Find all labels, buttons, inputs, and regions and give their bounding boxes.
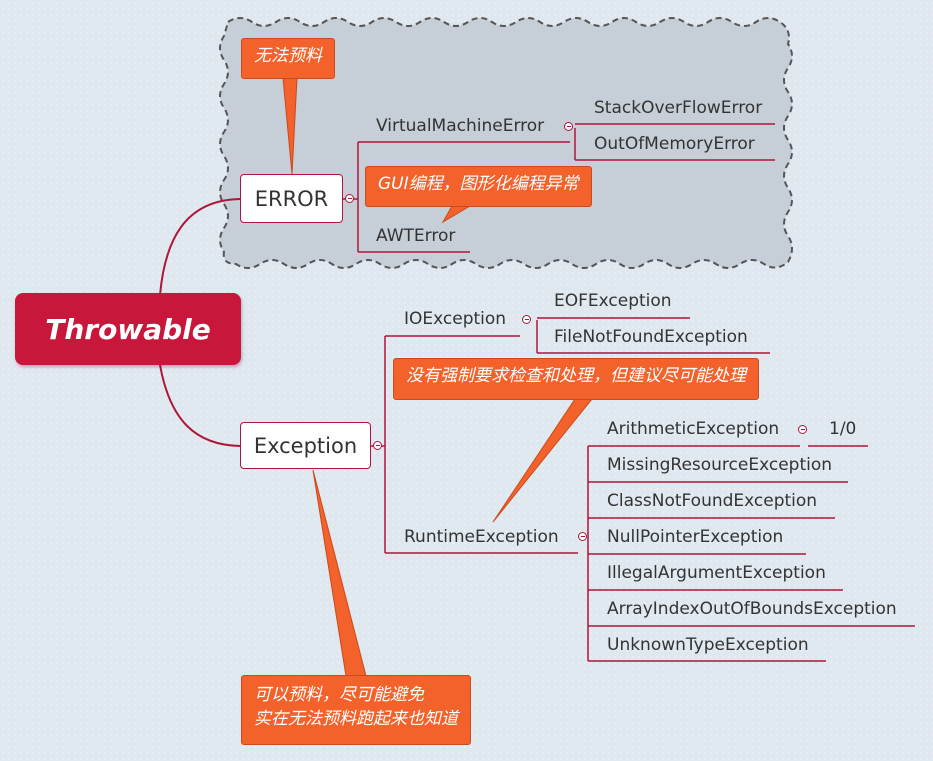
root-label: Throwable <box>45 312 211 346</box>
callout-awt: GUI编程，图形化编程异常 <box>365 166 592 207</box>
node-arithmetic-exception[interactable]: ArithmeticException <box>607 419 780 439</box>
edge-runtime-children <box>587 445 915 662</box>
node-file-not-found-exception[interactable]: FileNotFoundException <box>554 327 748 347</box>
node-virtual-machine-error[interactable]: VirtualMachineError <box>376 116 545 136</box>
node-eof-exception[interactable]: EOFException <box>554 291 672 311</box>
node-out-of-memory-error[interactable]: OutOfMemoryError <box>594 134 755 154</box>
node-class-not-found-exception[interactable]: ClassNotFoundException <box>607 491 818 511</box>
callout-error: 无法预料 <box>241 38 335 79</box>
node-null-pointer-exception[interactable]: NullPointerException <box>607 527 784 547</box>
node-exception-label: Exception <box>253 433 358 458</box>
collapse-toggle-exception[interactable] <box>373 441 382 450</box>
node-unknown-type-exception[interactable]: UnknownTypeException <box>607 635 809 655</box>
node-array-index-out-of-bounds-exception[interactable]: ArrayIndexOutOfBoundsException <box>607 599 897 619</box>
node-runtime-exception[interactable]: RuntimeException <box>404 527 559 547</box>
callout-awt-text: GUI编程，图形化编程异常 <box>378 174 579 194</box>
node-exception[interactable]: Exception <box>240 422 371 469</box>
node-illegal-argument-exception[interactable]: IllegalArgumentException <box>607 563 826 583</box>
node-awt-error[interactable]: AWTError <box>376 226 456 246</box>
edge-io-children <box>536 317 770 354</box>
collapse-toggle-io[interactable] <box>522 315 531 324</box>
callout-exception-line1: 可以预料，尽可能避免 <box>254 685 424 705</box>
node-arith-note[interactable]: 1/0 <box>829 419 857 439</box>
callout-pointer-exception <box>312 469 367 677</box>
callout-exception: 可以预料，尽可能避免 实在无法预料跑起来也知道 <box>241 675 471 745</box>
root-node-throwable[interactable]: Throwable <box>15 293 241 365</box>
error-boundary <box>219 17 793 269</box>
collapse-toggle-arithmetic[interactable] <box>798 425 807 434</box>
callout-error-text: 无法预料 <box>254 46 322 66</box>
node-stack-overflow-error[interactable]: StackOverFlowError <box>594 98 763 118</box>
callout-runtime: 没有强制要求检查和处理，但建议尽可能处理 <box>393 358 759 400</box>
callout-exception-line2: 实在无法预料跑起来也知道 <box>254 708 458 729</box>
node-io-exception[interactable]: IOException <box>404 309 507 329</box>
collapse-toggle-error[interactable] <box>345 194 354 203</box>
edge-root-exception <box>159 364 241 447</box>
edge-vme-children <box>574 123 775 161</box>
callout-runtime-text: 没有强制要求检查和处理，但建议尽可能处理 <box>406 366 746 386</box>
node-error[interactable]: ERROR <box>240 174 343 223</box>
edge-root-error <box>159 198 241 296</box>
callout-pointer-runtime <box>492 398 594 523</box>
collapse-toggle-vme[interactable] <box>564 122 573 131</box>
node-error-label: ERROR <box>254 186 329 211</box>
node-missing-resource-exception[interactable]: MissingResourceException <box>607 455 833 475</box>
collapse-toggle-runtime[interactable] <box>578 532 587 541</box>
